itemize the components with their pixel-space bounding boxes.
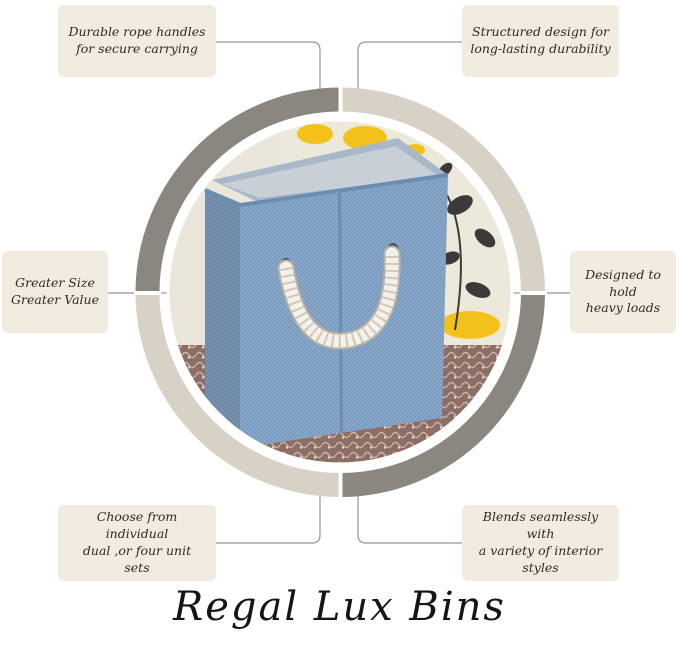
callout-rope-handles: Durable rope handles for secure carrying [58, 5, 216, 77]
connector-lines [108, 41, 570, 544]
callout-structured-design: Structured design for long-lasting durab… [462, 5, 619, 77]
callout-unit-sets: Choose from individual dual ,or four uni… [58, 505, 216, 581]
outer-ring [134, 86, 547, 498]
callout-interior-styles: Blends seamlessly with a variety of inte… [462, 505, 619, 581]
callout-heavy-loads: Designed to hold heavy loads [570, 251, 676, 333]
product-title: Regal Lux Bins [173, 584, 506, 630]
callout-greater-size: Greater Size Greater Value [2, 251, 108, 333]
